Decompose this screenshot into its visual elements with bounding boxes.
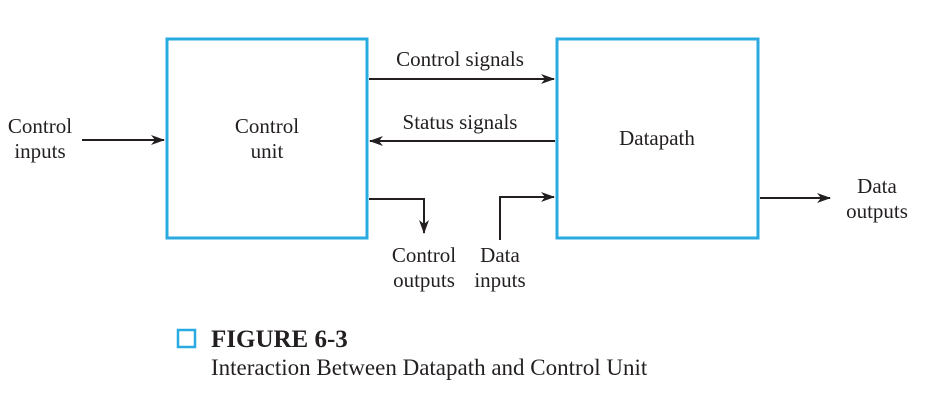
control-outputs-label-line1: Control [392,243,456,267]
data-outputs-label-line1: Data [857,174,897,198]
figure-number: FIGURE 6-3 [211,326,348,353]
data-inputs-arrow [499,192,555,240]
control-signals-label: Control signals [396,47,524,71]
data-inputs-label-line2: inputs [474,268,525,292]
datapath-block [555,37,760,240]
data-outputs-label-line2: outputs [846,199,908,223]
figure-title: Interaction Between Datapath and Control… [211,355,648,380]
control-outputs-arrow [369,198,429,234]
control-unit-label-line1: Control [235,114,299,138]
control-unit-block [165,37,369,240]
status-signals-label: Status signals [403,110,518,134]
control-inputs-label-line1: Control [8,114,72,138]
control-unit-label-line2: unit [251,139,284,163]
datapath-label: Datapath [619,126,695,150]
control-inputs-label-line2: inputs [14,139,65,163]
control-outputs-label-line2: outputs [393,268,455,292]
data-inputs-label-line1: Data [480,243,520,267]
figure-marker-icon [176,328,197,349]
